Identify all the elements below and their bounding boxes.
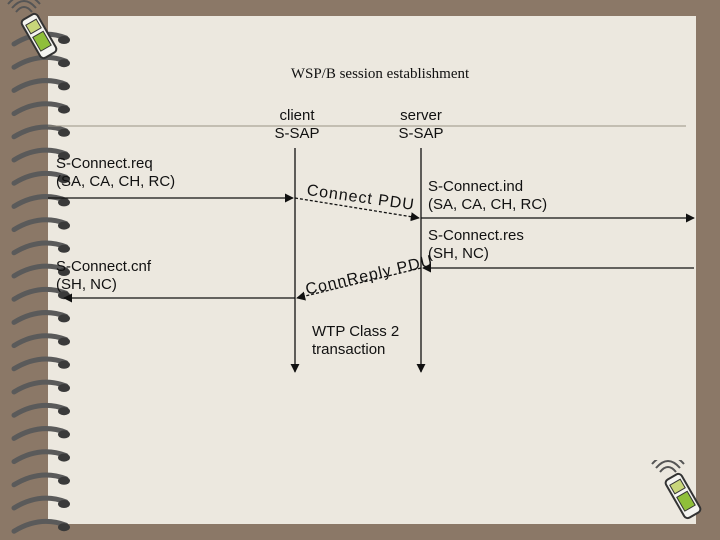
binding-hole [58,430,70,439]
binding-hole [58,36,70,44]
connect-res-line1: S-Connect.res [428,227,524,244]
binding-hole [58,523,70,532]
binding-hole [58,221,70,230]
connect-req-line2: (SA, CA, CH, RC) [56,173,176,190]
mobile-phone-icon [651,460,702,520]
slide-title: WSP/B session establishment [290,66,470,82]
binding-hole [58,105,70,114]
wtp-note-line1: WTP Class 2 [312,323,400,340]
binding-hole [58,198,70,207]
binding-hole [58,337,70,346]
connect-res-label: S-Connect.res (SH, NC) [428,227,524,263]
binding-hole [58,476,70,485]
client-sap-line2: S-SAP [274,125,320,142]
mobile-phone-icon [7,0,58,60]
binding-hole [58,175,70,184]
connect-req-label: S-Connect.req (SA, CA, CH, RC) [56,155,175,191]
client-sap-label: client S-SAP [262,107,332,143]
client-sap-line1: client [279,107,315,124]
binding-hole [58,128,70,137]
binding-hole [58,59,70,68]
connect-cnf-label: S-Connect.cnf (SH, NC) [56,258,151,294]
connect-ind-line1: S-Connect.ind [428,178,524,195]
binding-hole [58,314,70,323]
wtp-note: WTP Class 2 transaction [312,323,399,359]
connect-ind-line2: (SA, CA, CH, RC) [428,196,548,213]
connect-req-line1: S-Connect.req [56,155,153,172]
wtp-note-line2: transaction [312,341,386,358]
slide-paper [48,16,696,524]
connect-res-line2: (SH, NC) [428,245,489,262]
binding-hole [58,360,70,369]
connect-ind-label: S-Connect.ind (SA, CA, CH, RC) [428,178,547,214]
binding-hole [58,453,70,462]
connect-pdu-arrow [294,197,420,222]
spiral-binding [11,31,70,534]
server-sap-line2: S-SAP [398,125,444,142]
binding-hole [58,82,70,91]
connreply-pdu-arrow [296,267,422,301]
binding-hole [58,407,70,416]
connect-cnf-line2: (SH, NC) [56,276,117,293]
server-sap-label: server S-SAP [386,107,456,143]
binding-hole [58,268,70,276]
binding-hole [58,244,70,253]
binding-hole [58,384,70,392]
connect-cnf-line1: S-Connect.cnf [56,258,152,275]
binding-hole [58,500,70,508]
binding-hole [58,152,70,160]
server-sap-line1: server [400,107,442,124]
